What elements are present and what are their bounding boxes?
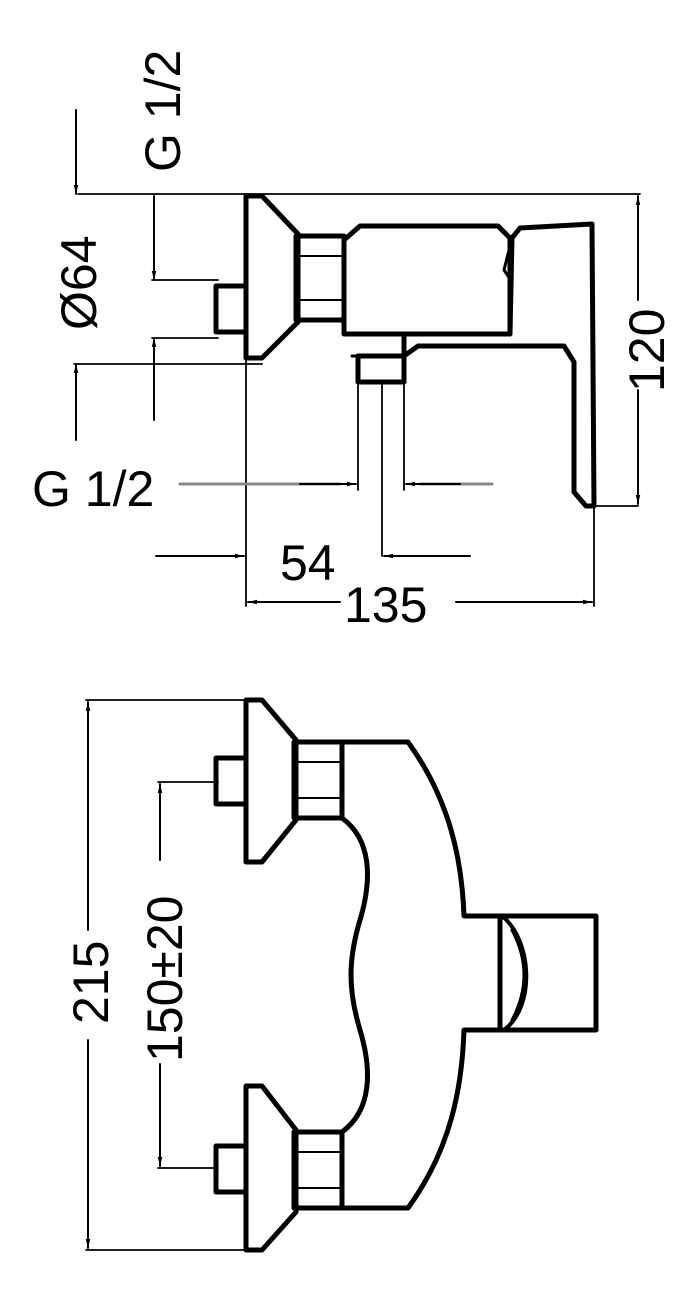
control-knob: [497, 913, 599, 1033]
label-215: 215: [63, 941, 119, 1024]
wall-flange: [243, 193, 301, 361]
upper-inlet: [213, 755, 249, 807]
label-120: 120: [619, 309, 675, 392]
upper-flange: [243, 697, 299, 865]
label-135: 135: [344, 577, 427, 633]
label-g-left: G 1/2: [32, 461, 154, 517]
shower-outlet: [355, 353, 407, 385]
hex-nut: [293, 233, 347, 323]
lower-inlet: [213, 1143, 249, 1195]
label-150: 150±20: [137, 896, 193, 1062]
label-54: 54: [280, 535, 336, 591]
side-view: G 1/2 Ø64 G 1/2 120 54 135: [32, 50, 675, 633]
mixer-body: [339, 739, 503, 1211]
front-view: 215 150±20: [63, 697, 599, 1253]
lower-nut: [291, 1129, 345, 1211]
lower-flange: [243, 1083, 299, 1253]
label-g-top: G 1/2: [135, 50, 191, 172]
inlet-stub: [213, 283, 249, 335]
valve-body: [341, 223, 513, 337]
lever-handle: [401, 221, 597, 509]
label-diameter: Ø64: [51, 235, 107, 330]
upper-nut: [291, 739, 345, 821]
